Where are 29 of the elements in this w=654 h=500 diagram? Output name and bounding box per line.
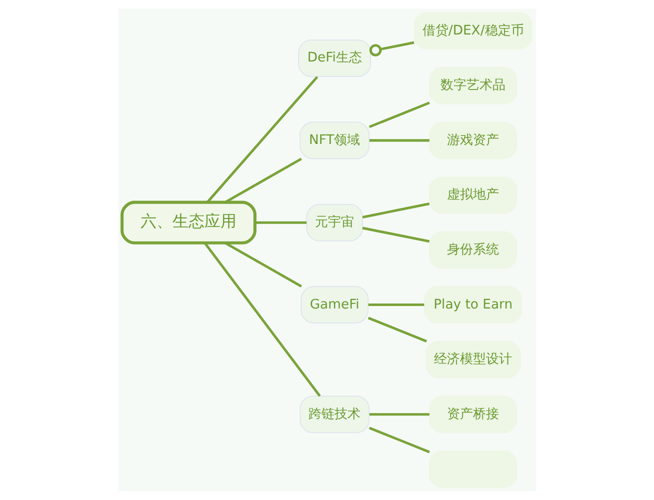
connector	[369, 413, 430, 416]
node-box: 游戏资产	[428, 122, 518, 160]
connector	[224, 158, 302, 204]
connector	[368, 102, 430, 128]
node-box: Play to Earn	[424, 286, 522, 324]
node-box: 元宇宙	[306, 204, 364, 242]
node-box: GameFi	[300, 286, 369, 324]
node-box: 资产桥接	[428, 396, 518, 434]
node-box: 跨链技术	[300, 396, 370, 434]
connector	[368, 316, 427, 342]
node-box: 六、生态应用	[120, 200, 256, 244]
node-box: 经济模型设计	[425, 340, 521, 378]
node-box	[428, 450, 518, 488]
connector	[368, 304, 424, 306]
connector	[369, 139, 430, 142]
node-box: 身份系统	[428, 231, 518, 269]
node-box: DeFi生态	[298, 39, 372, 78]
connector	[362, 226, 430, 243]
connector	[206, 76, 318, 203]
connector	[255, 221, 307, 224]
node-box: 虚拟地产	[428, 176, 518, 214]
connector	[362, 202, 430, 218]
node-box: NFT领域	[300, 122, 370, 160]
connector	[368, 426, 430, 454]
connector	[369, 41, 414, 56]
connector	[204, 242, 321, 397]
node-box: 数字艺术品	[428, 66, 518, 104]
connector	[224, 242, 302, 288]
node-box: 借贷/DEX/稳定币	[414, 12, 532, 50]
